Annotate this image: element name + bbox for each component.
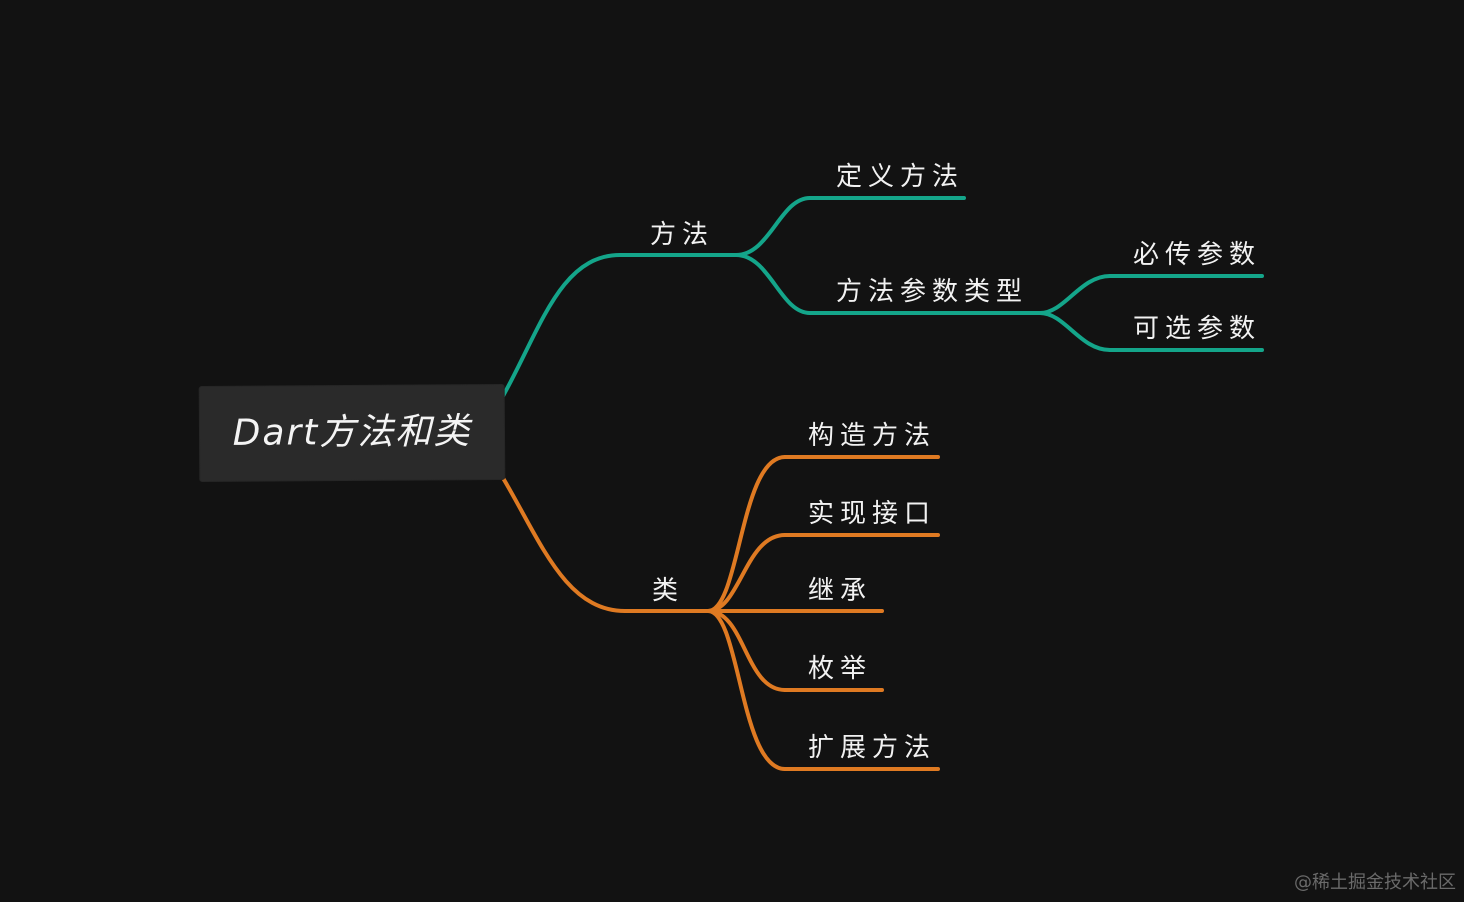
link-param-types-to-optional [1038,311,1112,352]
node-class[interactable]: 类 [652,576,685,606]
link-methods-to-define [734,196,812,257]
class-branch-links [501,455,940,771]
node-inheritance[interactable]: 继承 [808,576,873,606]
root-node-label: Dart方法和类 [232,411,472,454]
node-optional-params[interactable]: 可选参数 [1133,314,1262,344]
node-methods[interactable]: 方法 [650,220,715,250]
methods-branch-links [501,196,1264,398]
link-param-types-to-required [1038,274,1112,315]
link-class-to-enum [706,609,787,692]
node-define-method[interactable]: 定义方法 [836,162,965,192]
link-methods-to-param-types [734,253,812,315]
link-root-to-methods [501,253,622,398]
node-method-param-types[interactable]: 方法参数类型 [836,277,1029,307]
link-class-to-constructor [706,455,787,613]
node-required-params[interactable]: 必传参数 [1133,240,1262,270]
watermark-text: @稀土掘金技术社区 [1294,872,1456,893]
node-implements-interface[interactable]: 实现接口 [808,499,937,529]
node-enum[interactable]: 枚举 [808,654,873,684]
node-constructor[interactable]: 构造方法 [808,421,937,451]
link-root-to-class [501,476,627,613]
node-extension-methods[interactable]: 扩展方法 [808,733,937,763]
root-node[interactable]: Dart方法和类 [199,384,505,482]
link-class-to-implements [706,533,787,613]
link-class-to-extension [706,609,787,771]
